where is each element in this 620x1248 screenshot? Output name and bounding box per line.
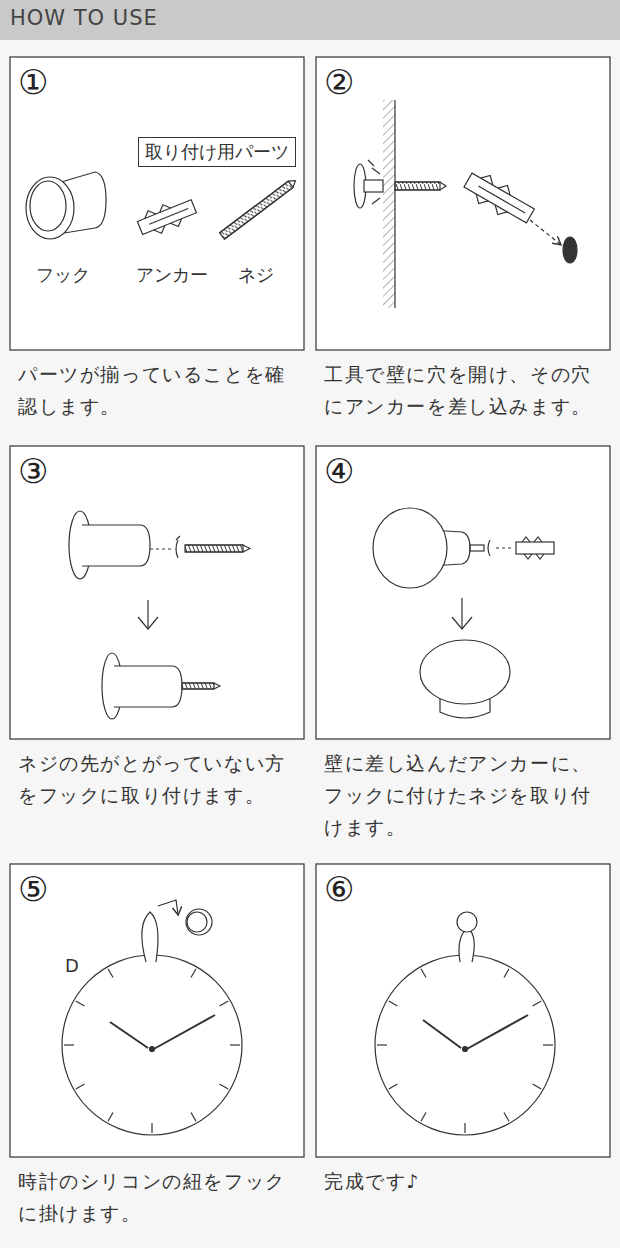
tick-mark bbox=[389, 1084, 398, 1089]
tick-mark bbox=[220, 1001, 229, 1006]
tick-mark bbox=[76, 1001, 85, 1006]
tick-mark bbox=[191, 969, 196, 978]
step-panel: ①パーツが揃っていることを確認します。取り付け用パーツ bbox=[10, 57, 304, 350]
step-panel: ②工具で壁に穴を開け、その穴にアンカーを差し込みます。 bbox=[316, 57, 610, 350]
tick-mark bbox=[108, 1113, 113, 1122]
tick-mark bbox=[533, 1001, 542, 1006]
step-caption: ネジの先がとがっていない方をフックに取り付けます。 bbox=[18, 747, 302, 811]
step-number: ④ bbox=[324, 454, 354, 488]
tick-mark bbox=[76, 1084, 85, 1089]
page-title: HOW TO USE bbox=[10, 6, 158, 30]
step-number: ① bbox=[18, 65, 48, 99]
tick-mark bbox=[504, 1113, 509, 1122]
step-panel: ④壁に差し込んだアンカーに、フックに付けたネジを取り付けます。 bbox=[316, 446, 610, 739]
tick-mark bbox=[533, 1084, 542, 1089]
step-caption: 完成です♪ bbox=[324, 1165, 608, 1197]
step-number: ③ bbox=[18, 454, 48, 488]
step-number: ⑥ bbox=[324, 872, 354, 906]
tick-mark bbox=[230, 1044, 240, 1045]
part-name: フック bbox=[36, 263, 90, 287]
tick-mark bbox=[191, 1113, 196, 1122]
tick-mark bbox=[220, 1084, 229, 1089]
tick-mark bbox=[64, 1044, 74, 1045]
part-name: ネジ bbox=[238, 263, 274, 287]
step-panel: ③ネジの先がとがっていない方をフックに取り付けます。 bbox=[10, 446, 304, 739]
tick-mark bbox=[108, 969, 113, 978]
tick-mark bbox=[464, 1123, 465, 1133]
step-number: ⑤ bbox=[18, 872, 48, 906]
tick-mark bbox=[421, 969, 426, 978]
tick-mark bbox=[377, 1044, 387, 1045]
tick-mark bbox=[504, 969, 509, 978]
tick-mark bbox=[389, 1001, 398, 1006]
tick-mark bbox=[151, 1123, 152, 1133]
tick-mark bbox=[543, 1044, 553, 1045]
parts-box: 取り付け用パーツ bbox=[138, 137, 296, 167]
parts-heading: 取り付け用パーツ bbox=[145, 141, 289, 162]
step-caption: 工具で壁に穴を開け、その穴にアンカーを差し込みます。 bbox=[324, 358, 608, 422]
step-panel: ⑤時計のシリコンの紐をフックに掛けます。 bbox=[10, 864, 304, 1157]
step-caption: 壁に差し込んだアンカーに、フックに付けたネジを取り付けます。 bbox=[324, 747, 608, 843]
step-number: ② bbox=[324, 65, 354, 99]
step-panel: ⑥完成です♪ bbox=[316, 864, 610, 1157]
step-caption: パーツが揃っていることを確認します。 bbox=[18, 358, 302, 422]
tick-mark bbox=[421, 1113, 426, 1122]
marker-letter: D bbox=[65, 955, 79, 976]
part-name: アンカー bbox=[136, 263, 208, 287]
step-caption: 時計のシリコンの紐をフックに掛けます。 bbox=[18, 1165, 302, 1229]
